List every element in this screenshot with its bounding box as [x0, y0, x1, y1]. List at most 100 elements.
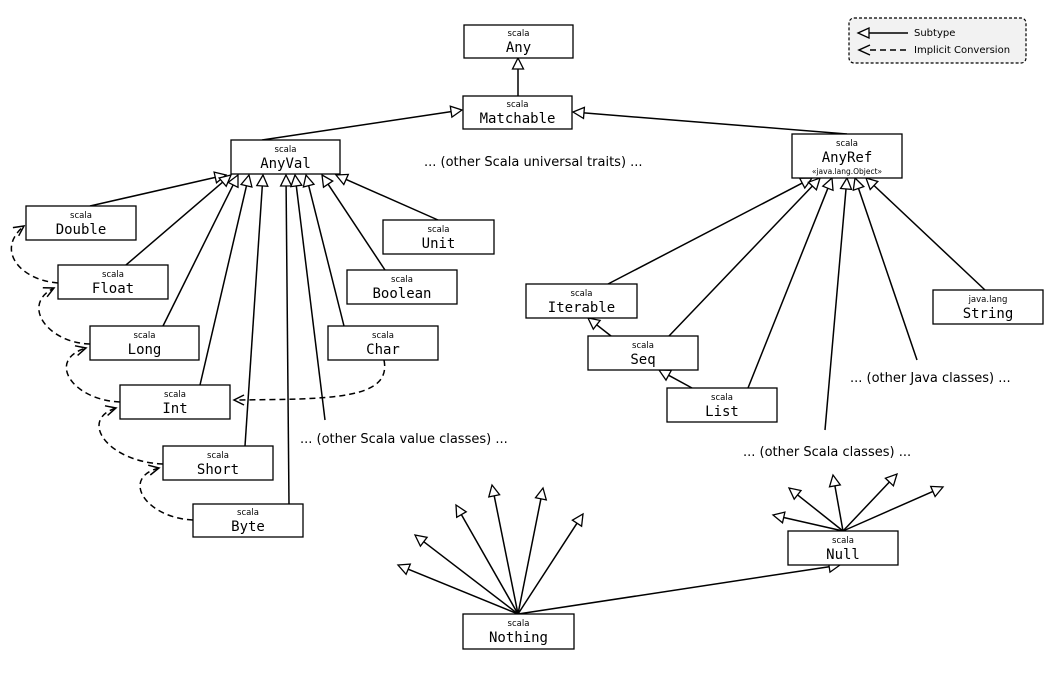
node-anyref[interactable]: scala AnyRef «java.lang.Object» — [791, 133, 903, 179]
edge-nothing-to-any-1 — [407, 568, 519, 615]
node-short[interactable]: scala Short — [162, 445, 274, 481]
node-list-name: List — [705, 404, 739, 420]
edge-nothing-to-any-5 — [517, 498, 542, 615]
edge-nothing-to-any-2 — [423, 541, 519, 615]
edge-char-to-anyval — [307, 185, 345, 327]
node-char[interactable]: scala Char — [327, 325, 439, 361]
edge-short-to-anyval — [244, 185, 264, 447]
edge-nothing-to-any-6 — [517, 522, 578, 615]
node-short-name: Short — [197, 462, 239, 478]
implicit-head-short-to-int-icon — [104, 405, 118, 416]
node-matchable[interactable]: scala Matchable — [462, 95, 573, 130]
note-java-classes: ... (other Java classes) ... — [850, 371, 1011, 386]
node-string-package: java.lang — [968, 295, 1008, 305]
arrowhead-seq-to-anyref-icon — [807, 176, 822, 191]
node-double[interactable]: scala Double — [25, 205, 137, 241]
node-string[interactable]: java.lang String — [932, 289, 1044, 325]
node-list-package: scala — [711, 393, 733, 403]
node-anyval-package: scala — [275, 145, 297, 155]
arrowhead-long-to-anyval-icon — [226, 173, 239, 189]
node-null-name: Null — [826, 547, 860, 563]
node-any[interactable]: scala Any — [463, 24, 574, 59]
node-int[interactable]: scala Int — [119, 384, 231, 420]
node-boolean[interactable]: scala Boolean — [346, 269, 458, 305]
node-byte-package: scala — [237, 508, 259, 518]
arrowhead-int-to-anyval-icon — [239, 173, 253, 188]
arrowhead-null-to-ref-3-icon — [828, 473, 842, 488]
arrowhead-unit-to-anyval-icon — [334, 173, 350, 186]
legend-subtype-label: Subtype — [914, 28, 955, 39]
node-int-name: Int — [162, 401, 187, 417]
node-long[interactable]: scala Long — [89, 325, 200, 361]
arrowhead-nothing-to-any-5-icon — [534, 486, 548, 501]
edge-double-to-anyval — [89, 176, 216, 207]
arrowhead-nothing-to-any-1-icon — [396, 563, 412, 576]
node-anyval[interactable]: scala AnyVal — [230, 139, 341, 175]
node-char-package: scala — [372, 331, 394, 341]
edge-string-to-anyref — [873, 184, 986, 291]
edge-seq-to-anyref — [668, 185, 813, 337]
node-seq[interactable]: scala Seq — [587, 335, 699, 371]
legend-implicit-label: Implicit Conversion — [914, 45, 1010, 56]
edge-null-to-ref-5 — [842, 490, 934, 532]
implicit-head-float-to-double-icon — [12, 225, 26, 237]
legend-subtype-arrow-icon — [856, 26, 870, 40]
node-byte[interactable]: scala Byte — [192, 503, 304, 538]
legend-implicit-arrow-icon — [857, 44, 871, 56]
arrowhead-float-to-anyval-icon — [217, 174, 233, 188]
implicit-char-to-int — [233, 359, 386, 401]
node-short-package: scala — [207, 451, 229, 461]
arrowhead-matchable-to-any-icon — [511, 56, 525, 70]
node-iterable[interactable]: scala Iterable — [525, 283, 638, 319]
node-long-name: Long — [128, 342, 162, 358]
implicit-byte-to-short — [139, 467, 194, 521]
node-null-package: scala — [832, 536, 854, 546]
edge-anyref-to-matchable — [583, 112, 848, 135]
edge-nothing-to-any-3 — [460, 514, 519, 615]
note-universal-traits: ... (other Scala universal traits) ... — [424, 155, 643, 170]
arrowhead-value-classes-to-anyval-icon — [289, 173, 303, 188]
edge-byte-to-anyval — [285, 185, 290, 505]
node-anyval-name: AnyVal — [260, 156, 311, 172]
arrowhead-list-to-anyref-icon — [821, 176, 834, 192]
node-nothing[interactable]: scala Nothing — [462, 613, 575, 650]
node-seq-name: Seq — [630, 352, 655, 368]
implicit-float-to-double — [10, 225, 59, 284]
node-iterable-name: Iterable — [548, 300, 615, 316]
node-unit-name: Unit — [422, 236, 456, 252]
implicit-long-to-float — [38, 287, 91, 345]
arrowhead-nothing-to-any-3-icon — [455, 503, 468, 519]
node-byte-name: Byte — [231, 519, 265, 535]
edge-nothing-to-any-4 — [493, 495, 519, 615]
node-nothing-name: Nothing — [489, 630, 548, 646]
edge-value-classes-to-anyval — [295, 185, 326, 421]
node-nothing-package: scala — [508, 619, 530, 629]
arrowhead-null-to-ref-1-icon — [771, 511, 786, 524]
node-unit[interactable]: scala Unit — [382, 219, 495, 255]
edge-list-to-anyref — [747, 187, 829, 389]
arrowhead-null-to-ref-5-icon — [929, 485, 945, 498]
arrowhead-null-to-ref-4-icon — [884, 472, 899, 487]
implicit-head-int-to-long-icon — [74, 345, 88, 356]
node-int-package: scala — [164, 390, 186, 400]
edge-iterable-to-anyref — [607, 182, 803, 285]
edge-float-to-anyval — [125, 181, 224, 266]
implicit-int-to-long — [65, 347, 121, 403]
node-boolean-package: scala — [391, 275, 413, 285]
node-float[interactable]: scala Float — [57, 264, 169, 300]
implicit-head-byte-to-short-icon — [148, 464, 161, 476]
arrowhead-list-to-seq-icon — [657, 369, 673, 382]
node-null[interactable]: scala Null — [787, 530, 899, 566]
note-scala-classes: ... (other Scala classes) ... — [743, 445, 911, 460]
node-anyref-name: AnyRef — [822, 150, 873, 166]
node-double-name: Double — [56, 222, 107, 238]
arrowhead-string-to-anyref-icon — [864, 177, 880, 191]
edge-unit-to-anyval — [345, 178, 439, 221]
legend: Subtype Implicit Conversion — [848, 17, 1027, 64]
arrowhead-scala-classes-to-anyref-icon — [839, 176, 853, 191]
implicit-head-long-to-float-icon — [42, 286, 56, 298]
arrowhead-byte-to-anyval-icon — [279, 173, 293, 187]
node-list[interactable]: scala List — [666, 387, 778, 423]
edge-null-to-ref-2 — [797, 494, 844, 532]
